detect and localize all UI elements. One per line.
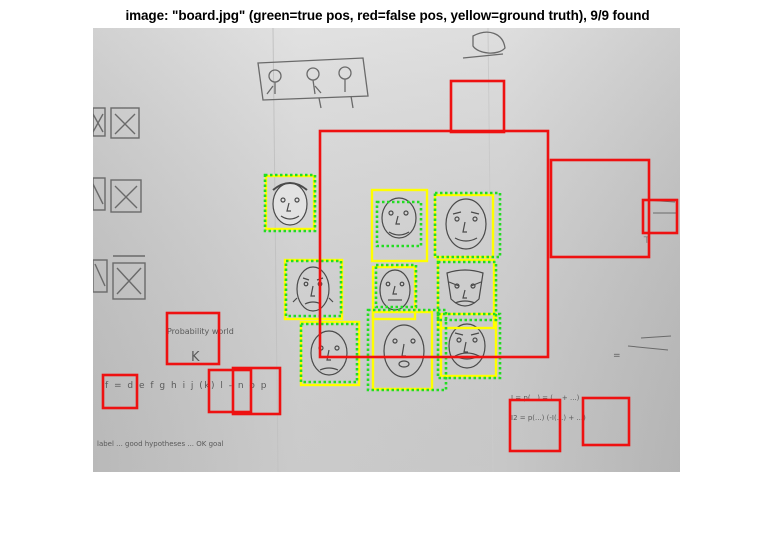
face-9 — [448, 323, 486, 369]
svg-text:⊤: ⊤ — [643, 236, 651, 246]
board-seam — [272, 28, 279, 472]
sequence-text: f = d e f g h i j (k) l - n o p — [105, 381, 268, 391]
false-positive-box — [318, 129, 550, 359]
true-positive-box — [436, 312, 502, 380]
true-positive-box — [263, 173, 317, 233]
true-positive-box — [375, 200, 423, 248]
false-positive-box — [101, 373, 139, 410]
ground-truth-box — [299, 320, 361, 387]
face-7 — [310, 330, 348, 376]
face-1 — [272, 182, 308, 226]
true-positive-box — [433, 191, 502, 259]
false-positive-box — [581, 396, 631, 447]
true-positive-box — [374, 263, 418, 309]
true-positive-boxes — [263, 173, 502, 392]
true-positive-box — [366, 308, 448, 392]
true-positive-box — [299, 322, 359, 384]
false-positive-box — [508, 398, 562, 453]
drawn-faces — [272, 182, 487, 378]
true-positive-box — [284, 259, 343, 318]
false-positive-box — [449, 79, 506, 134]
false-positive-box — [165, 311, 221, 366]
ground-truth-box — [370, 188, 429, 263]
left-x-grid — [93, 107, 146, 300]
false-positive-box — [641, 198, 679, 235]
board-photo: Probability world K f = d e f g h i j (k… — [93, 28, 680, 472]
face-2 — [381, 197, 417, 239]
false-positive-box — [549, 158, 651, 259]
equation-2: I2 = p(...) (-I(...) + ...) — [511, 414, 586, 422]
face-6 — [446, 269, 484, 307]
face-4 — [292, 266, 334, 312]
false-positive-box — [207, 368, 253, 414]
probability-text: Probability world — [167, 327, 234, 336]
false-positive-boxes — [101, 79, 679, 453]
detection-image: Probability world K f = d e f g h i j (k… — [93, 28, 680, 472]
svg-text:=: = — [613, 351, 621, 361]
left-writing: Probability world K f = d e f g h i j (k… — [97, 327, 268, 448]
true-positive-box — [436, 260, 498, 322]
ground-truth-box — [371, 265, 417, 321]
false-positive-box — [231, 366, 282, 416]
top-sketch — [257, 31, 506, 109]
equation-1: I = p(...) = (... + ...) — [511, 394, 580, 402]
figure-title: image: "board.jpg" (green=true pos, red=… — [125, 8, 650, 23]
bottom-note: label ... good hypotheses ... OK goal — [97, 440, 224, 448]
letter-k: K — [191, 350, 200, 365]
face-3 — [445, 198, 487, 250]
